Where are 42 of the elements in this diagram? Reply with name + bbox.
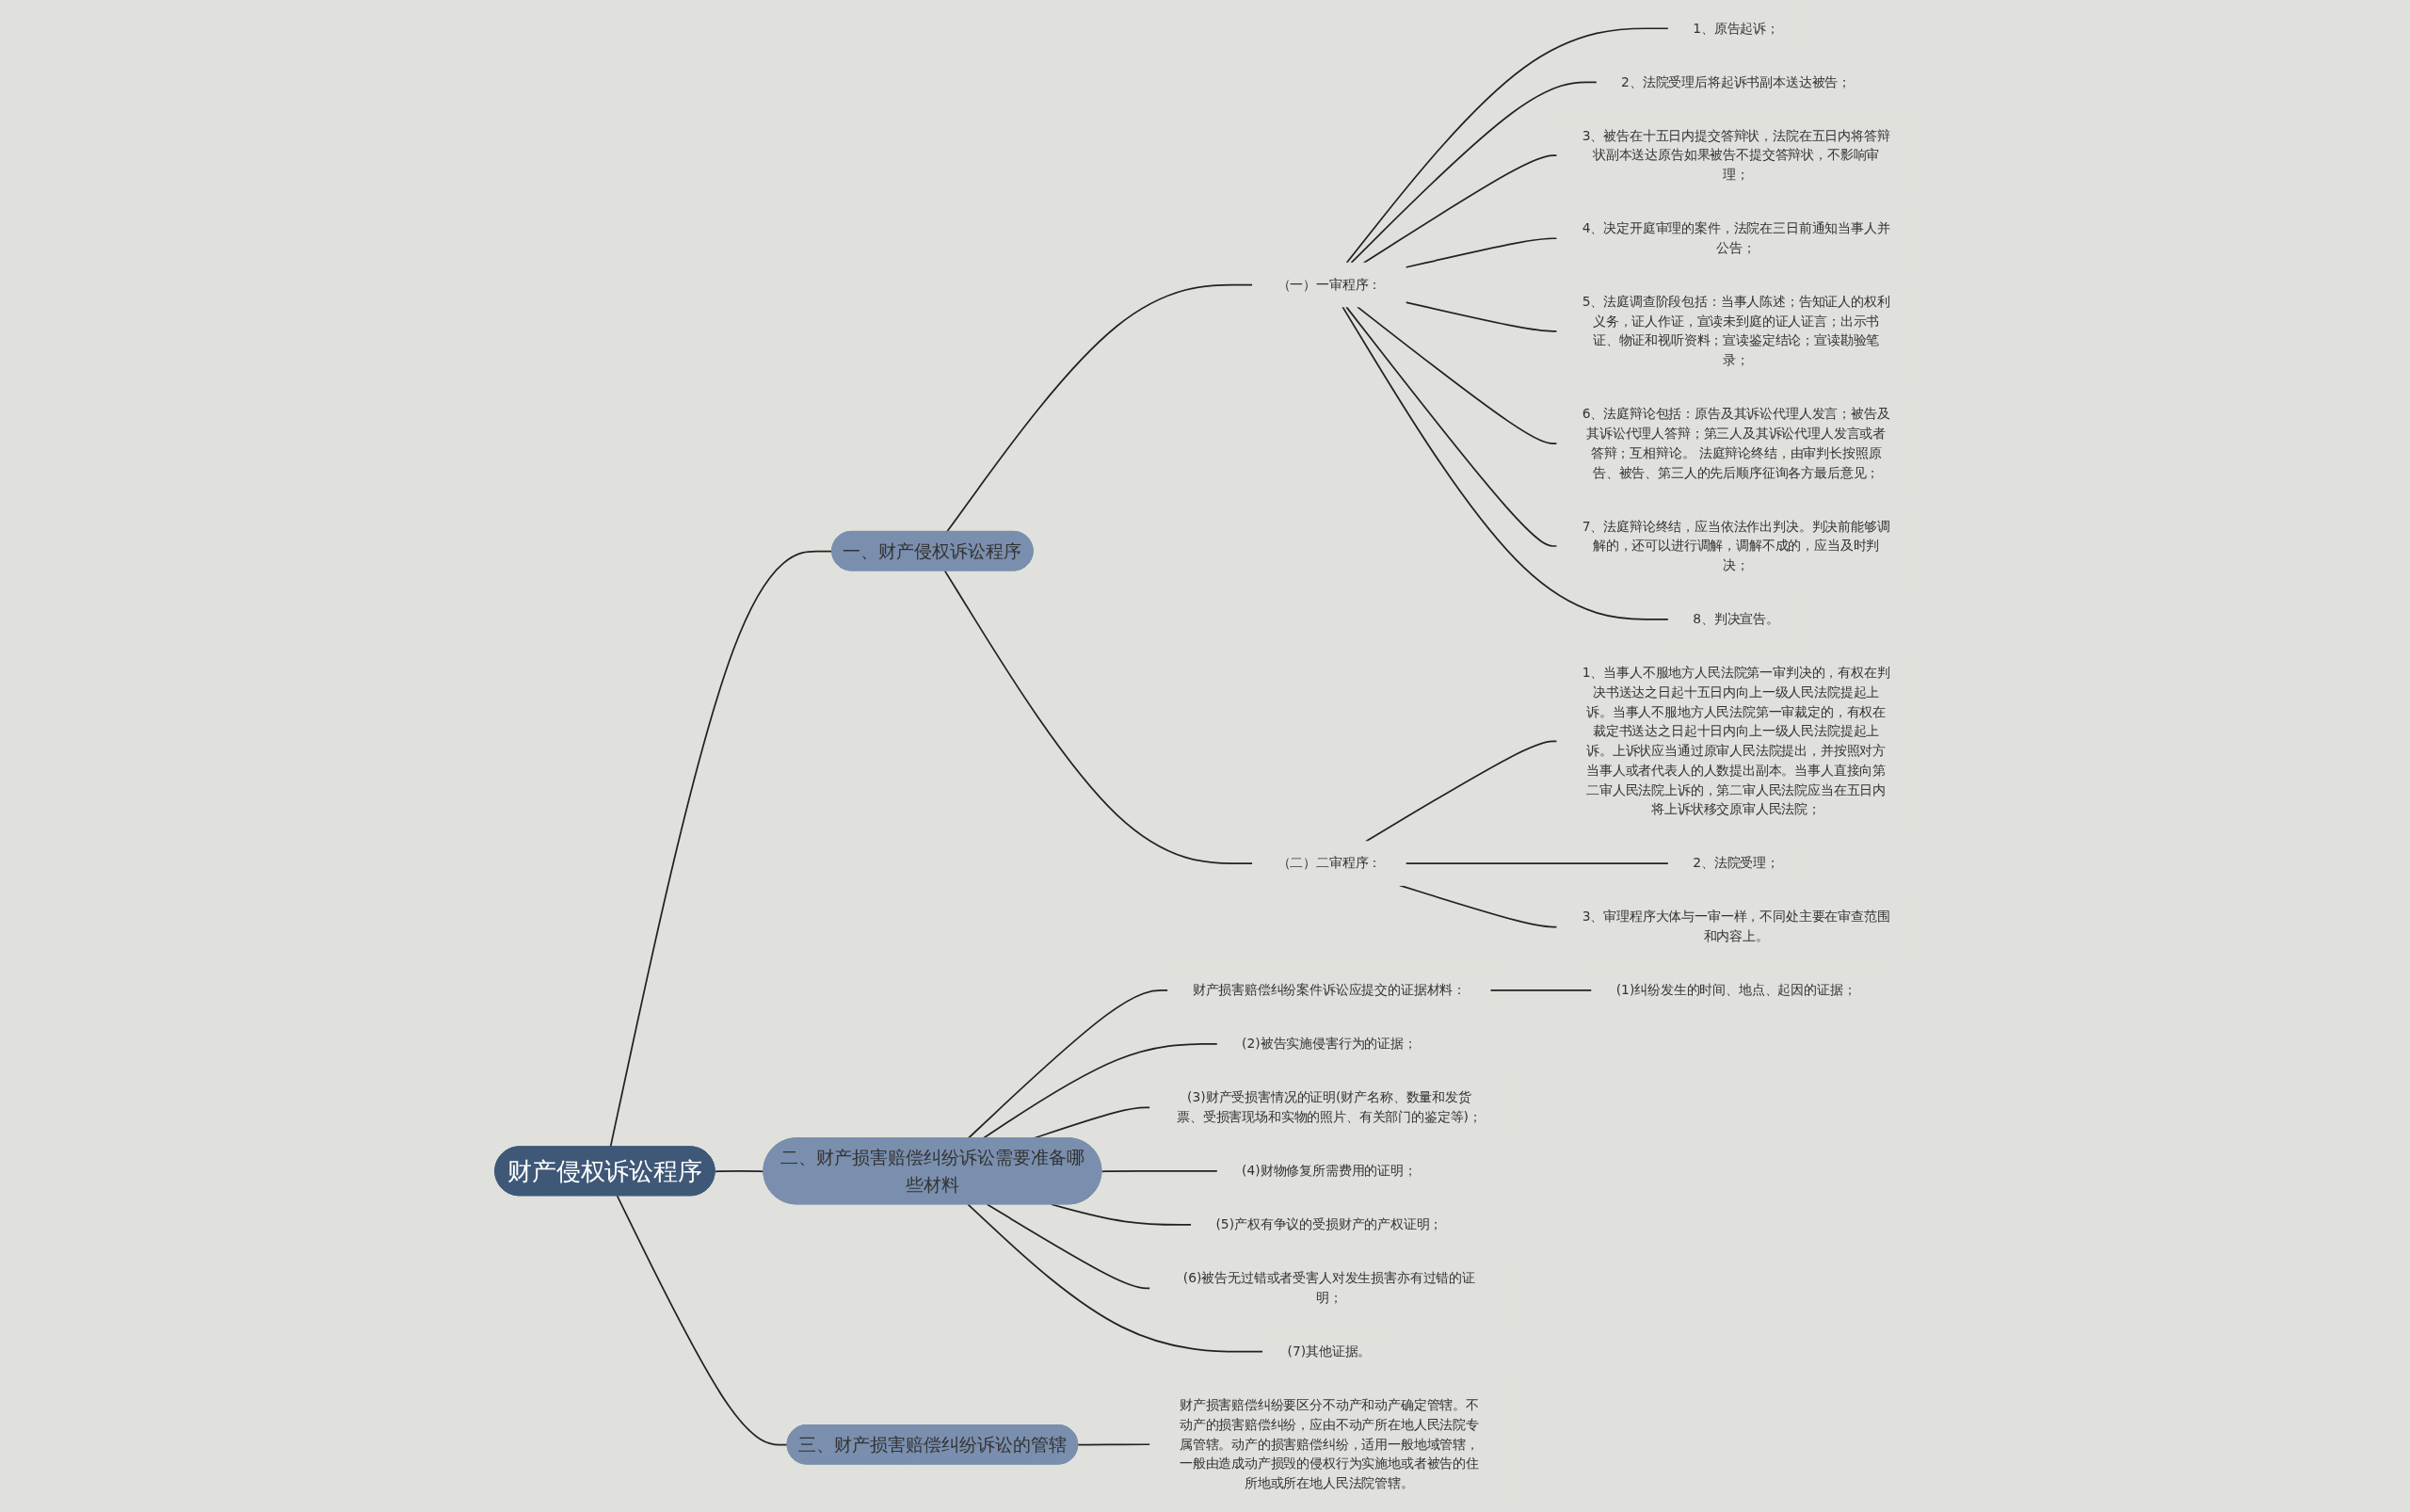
connector [1345,27,1670,265]
node-text: 财产损害赔偿纠纷案件诉讼应提交的证据材料： [1192,982,1467,998]
node-text: 1、当事人不服地方人民法院第一审判决的，有权在判决书送达之日起十五日内向上一级人民法院提起上诉。当事人不服地方人民法院第一审裁定的，有权在裁定书送达之日起十日内向上一级人民法院提起上诉。上诉状应当通过原审人民法院提出，并按照对方当事人或者代表人的人数提出副本。当事人直接向第二审人民法院上诉的，第二审人民法院应当在五日内将上诉状移交原审人民法院； [1582,665,1890,817]
connector [1489,989,1593,991]
node-text: （一）一审程序： [1277,276,1382,293]
connector [943,570,1254,864]
connector [967,1203,1264,1353]
connector [714,1170,765,1173]
node-text: 2、法院受理后将起诉书副本送达被告； [1621,73,1852,90]
connector [1405,862,1670,864]
node-text: 2、法院受理； [1693,855,1779,871]
connector [1405,237,1558,268]
node-text: (2)被告实施侵害行为的证据； [1242,1036,1417,1052]
node-text: 财产损害赔偿纠纷要区分不动产和动产确定管辖。不动产的损害赔偿纠纷，应由不动产所在地人民法院专属管辖。动产的损害赔偿纠纷，适用一般地域管辖，一般由造成动产损毁的侵权行为实施地或者被告的住所地或所在地人民法院管辖。 [1179,1397,1479,1491]
connector [946,283,1254,533]
connector [1364,740,1558,843]
node-text: 6、法庭辩论包括：原告及其诉讼代理人发言；被告及其诉讼代理人答辩；第三人及其诉讼代理人发言或者答辩；互相辩论。 法庭辩论终结，由审判长按照原告、被告、第三人的先后顺序征询各方最后意见； [1582,406,1890,480]
connector [1051,1203,1193,1226]
node-text: (3)财产受损害情况的证明(财产名称、数量和发货票、受损害现场和实物的照片、有关部门的鉴定等)； [1177,1089,1482,1125]
node-text: (6)被告无过错或者受害人对发生损害亦有过错的证明； [1182,1270,1475,1306]
node-text: (7)其他证据。 [1287,1343,1372,1359]
node-text: 8、判决宣告。 [1693,611,1779,627]
node-text: （二）二审程序： [1277,855,1382,871]
node-text: (1)纠纷发生的时间、地点、起因的证据； [1615,982,1856,998]
connector [1345,306,1558,547]
connector [1350,81,1599,265]
node-text: 3、被告在十五日内提交答辩状，法院在五日内将答辩状副本送达原告如果被告不提交答辩状，不影响审理； [1582,127,1890,183]
connector [1362,154,1558,265]
connector [1356,306,1558,444]
node-text: 3、审理程序大体与一审一样，不同处主要在审查范围和内容上。 [1582,909,1890,944]
connector [1342,306,1670,620]
connector [616,1195,789,1446]
node-text: (4)财物修复所需费用的证明； [1242,1163,1417,1179]
node-text: (5)产权有争议的受损财产的产权证明； [1215,1216,1443,1232]
node-text: 5、法庭调查阶段包括：当事人陈述；告知证人的权利义务，证人作证，宣读未到庭的证人证言；出示书证、物证和视听资料；宣读鉴定结论；宣读勘验笔录； [1582,294,1890,368]
node-text: 4、决定开庭审理的案件，法院在三日前通知当事人并公告； [1582,220,1890,256]
connector [1077,1443,1151,1446]
connector [986,1203,1151,1290]
connector [1405,301,1558,332]
connector [1101,1169,1219,1173]
node-text: 7、法庭辩论终结，应当依法作出判决。判决前能够调解的，还可以进行调解，调解不成的，应当及时判决； [1582,518,1890,573]
node-text: 1、原告起诉； [1693,20,1779,37]
